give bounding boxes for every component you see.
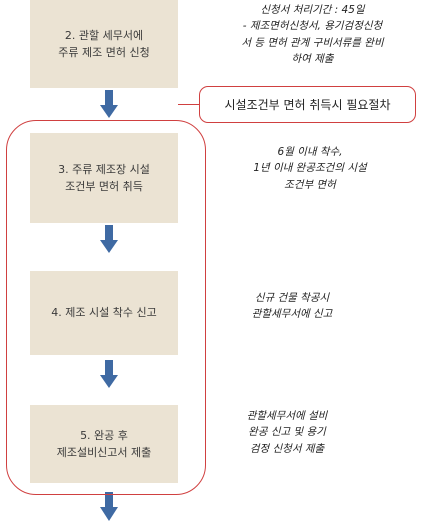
step-box-3: 3. 주류 제조장 시설 조건부 면허 취득 — [30, 133, 178, 223]
note-2-line2: - 제조면허신청서, 용기검정신청 — [242, 20, 383, 33]
down-arrow-icon — [100, 360, 118, 388]
note-5-line2: 완공 신고 및 용기 — [248, 426, 326, 439]
step-box-5: 5. 완공 후 제조설비신고서 제출 — [30, 405, 178, 483]
note-3-line2: 1년 이내 완공조건의 시설 — [253, 162, 367, 175]
step-box-4: 4. 제조 시설 착수 신고 — [30, 271, 178, 355]
callout-connector — [178, 104, 199, 105]
note-4-line2: 관할세무서에 신고 — [251, 308, 333, 321]
down-arrow-icon — [100, 90, 118, 118]
step-3-line1: 3. 주류 제조장 시설 — [58, 162, 150, 176]
note-step-3: 6월 이내 착수, 1년 이내 완공조건의 시설 조건부 면허 — [210, 144, 410, 193]
note-step-5: 관할세무서에 설비 완공 신고 및 용기 검정 신청서 제출 — [212, 408, 362, 457]
step-5-line1: 5. 완공 후 — [80, 428, 128, 442]
note-5-line3: 검정 신청서 제출 — [249, 442, 325, 455]
callout-label: 시설조건부 면허 취득시 필요절차 — [224, 98, 391, 112]
callout-box: 시설조건부 면허 취득시 필요절차 — [199, 86, 416, 123]
note-4-line1: 신규 건물 착공시 — [254, 292, 330, 304]
note-step-4: 신규 건물 착공시 관할세무서에 신고 — [212, 290, 372, 323]
step-2-line2: 주류 제조 면허 신청 — [58, 46, 150, 59]
note-2-line1: 신청서 처리기간 : 45일 — [260, 4, 365, 16]
note-5-line1: 관할세무서에 설비 — [246, 410, 328, 422]
step-2-line1: 2. 관할 세무서에 — [64, 28, 144, 42]
step-4-line1: 4. 제조 시설 착수 신고 — [51, 306, 157, 320]
note-3-line3: 조건부 면허 — [284, 178, 336, 191]
note-3-line1: 6월 이내 착수, — [277, 146, 343, 158]
note-step-2: 신청서 처리기간 : 45일 - 제조면허신청서, 용기검정신청 서 등 면허 … — [205, 2, 420, 67]
conditional-license-group-frame — [6, 120, 206, 495]
down-arrow-icon — [100, 225, 118, 253]
step-5-line2: 제조설비신고서 제출 — [56, 446, 152, 459]
down-arrow-icon — [100, 492, 118, 521]
step-box-2: 2. 관할 세무서에 주류 제조 면허 신청 — [30, 0, 178, 88]
note-2-line3: 서 등 면허 관계 구비서류를 완비 — [241, 36, 384, 49]
step-3-line2: 조건부 면허 취득 — [65, 180, 143, 193]
note-2-line4: 하여 제출 — [291, 52, 334, 65]
